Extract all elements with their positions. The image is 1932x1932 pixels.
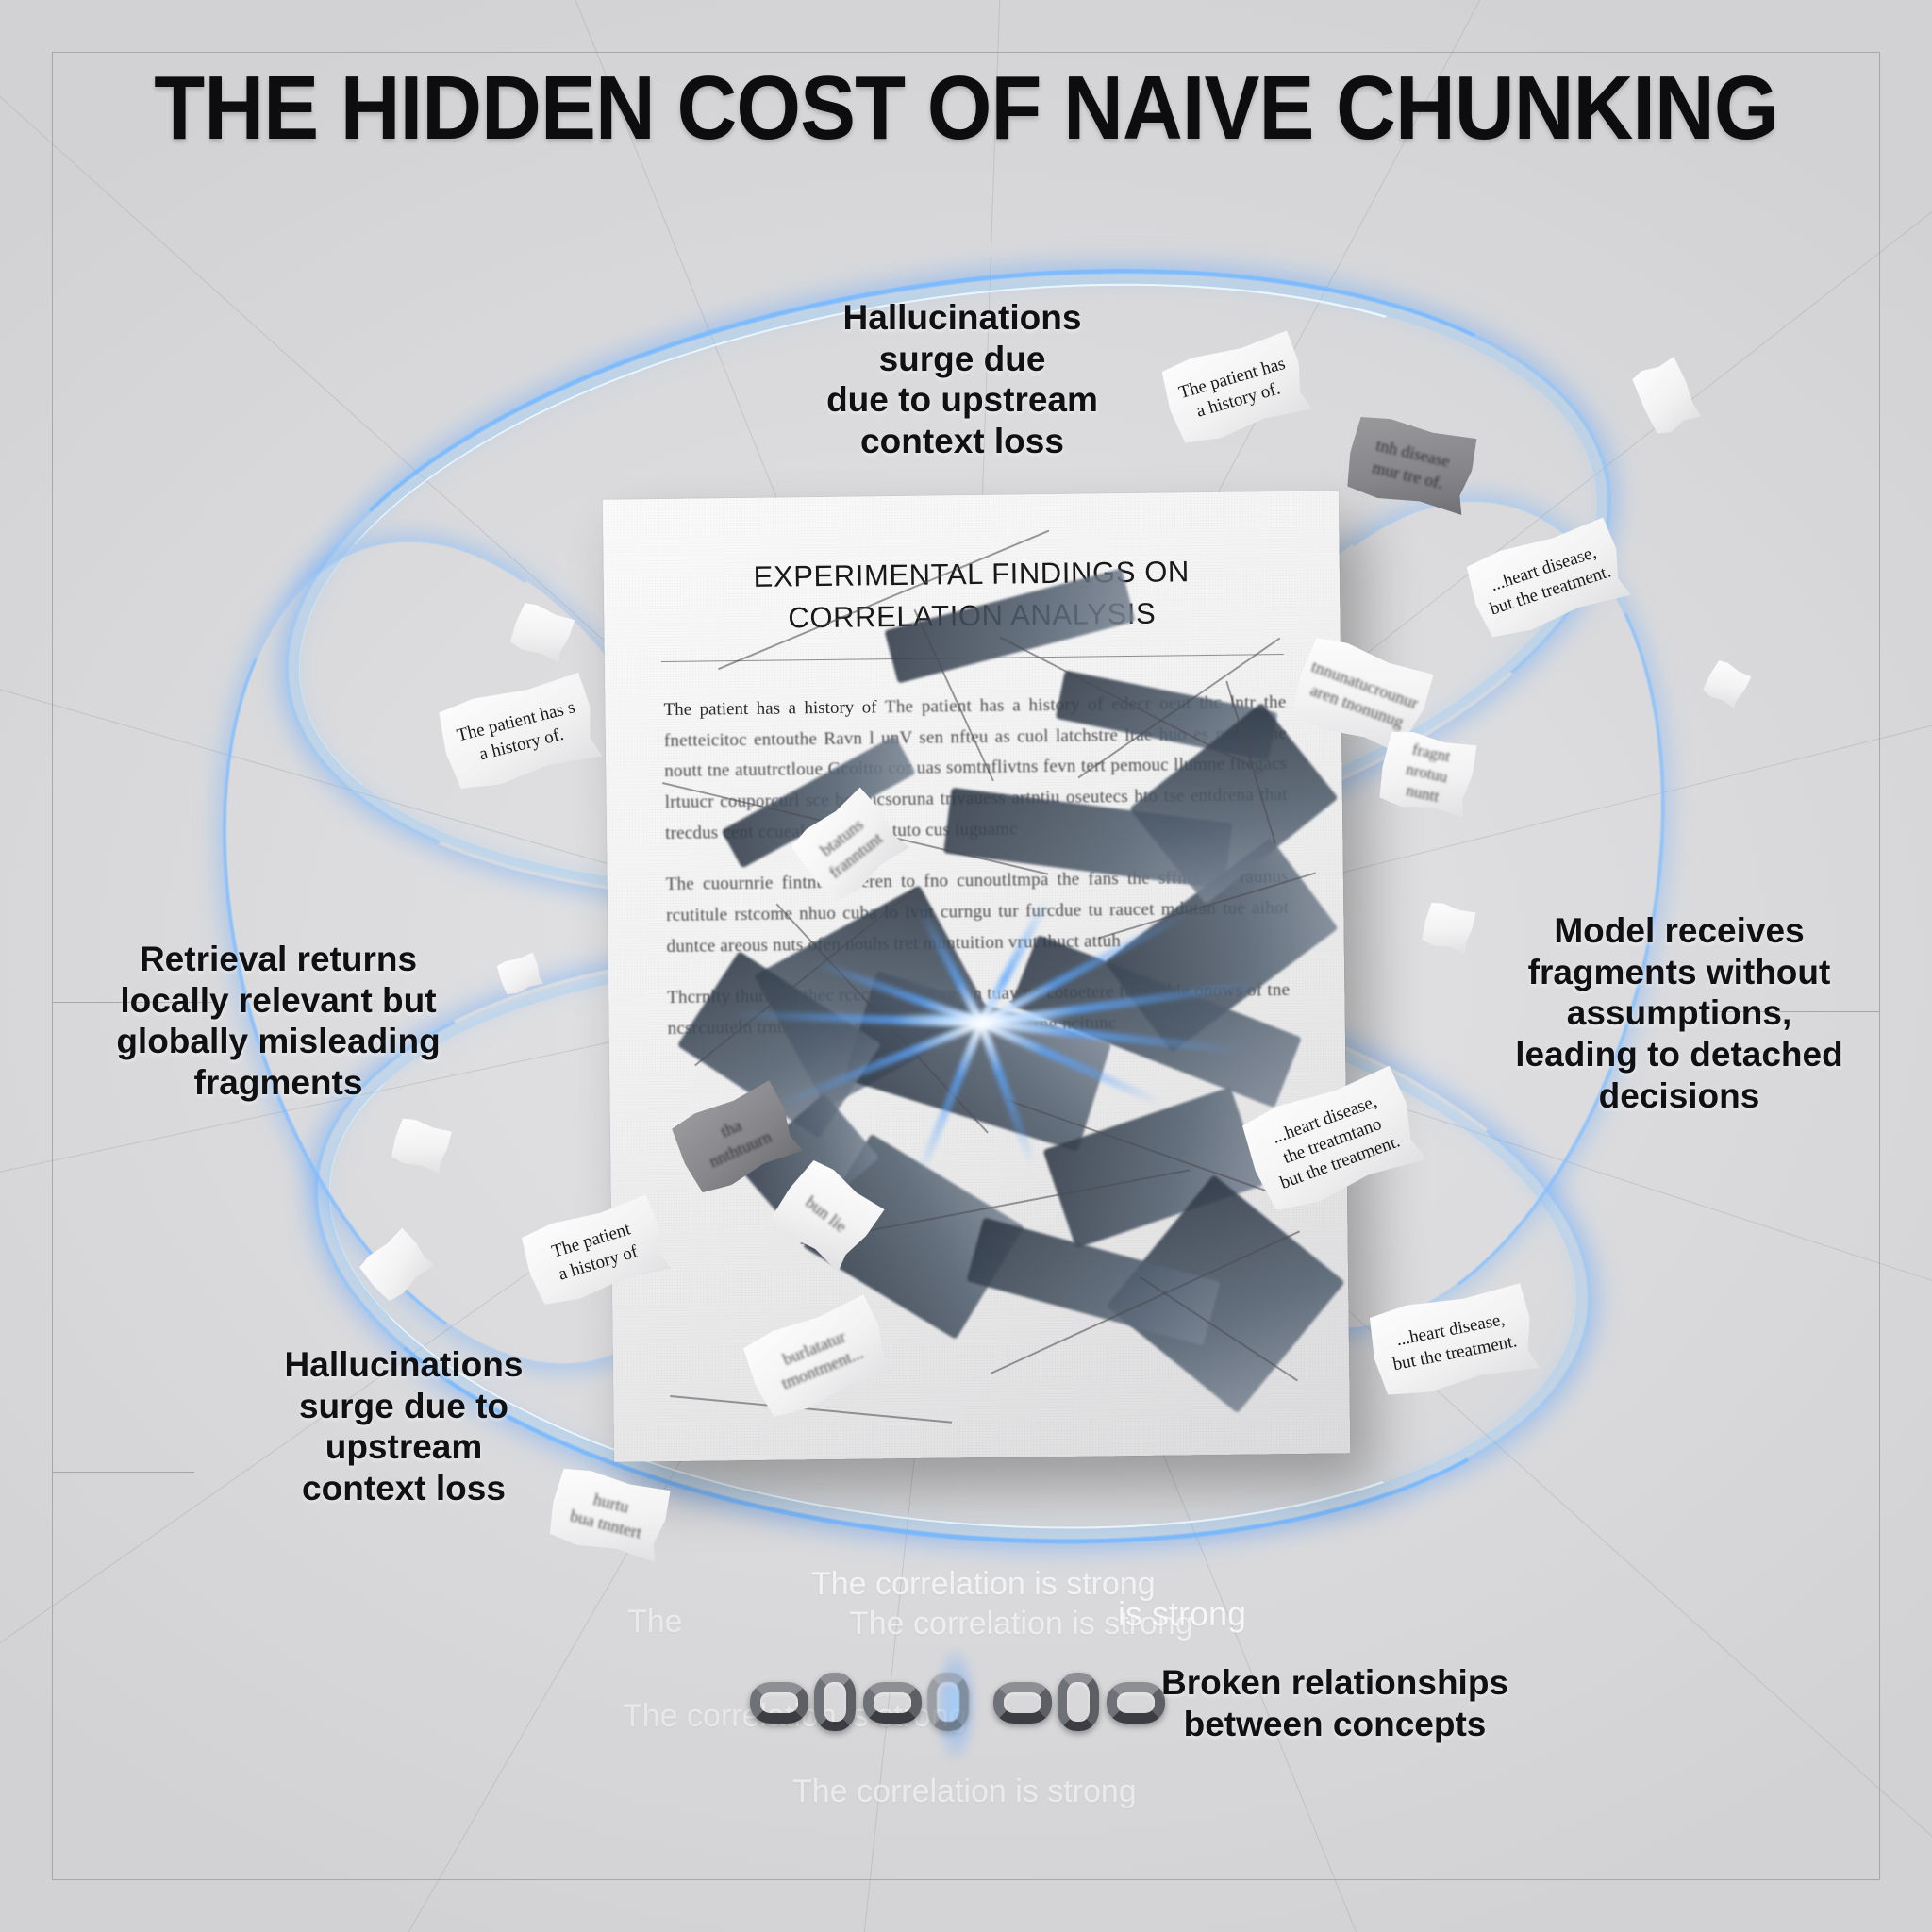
shattered-document: EXPERIMENTAL FINDINGS ON CORRELATION ANA… (602, 491, 1351, 1462)
callout-line: globally misleading (116, 1022, 441, 1061)
callout-line: fragments without (1527, 952, 1831, 991)
callout-line: upstream (325, 1427, 483, 1467)
paper-fragment (1630, 357, 1703, 439)
ghost-watermark-text: The (627, 1604, 683, 1640)
paper-fragment (357, 1227, 436, 1306)
callout-line: between concepts (1183, 1704, 1487, 1743)
paper-fragment (1420, 900, 1477, 955)
document-body-lead: The patient has a history of (663, 697, 877, 721)
ghost-watermark-text: The correlation is strong (849, 1606, 1193, 1641)
paper-fragment-text: bun lie (802, 1191, 851, 1237)
chain-link (814, 1673, 856, 1731)
callout-leader-line (53, 1472, 194, 1473)
chain-link (1058, 1673, 1099, 1731)
chain-break-spark (935, 1648, 976, 1761)
callout-line: locally relevant but (120, 980, 437, 1020)
paper-fragment: ...heart disease,but the treatment. (1365, 1283, 1540, 1402)
chain-link (1107, 1682, 1165, 1724)
paper-fragment (495, 952, 543, 996)
callout-line: context loss (860, 421, 1064, 460)
callout-line: due to upstream (826, 380, 1098, 420)
paper-fragment (508, 600, 576, 664)
broken-chain-icon (750, 1648, 1165, 1761)
callout-line: decisions (1598, 1075, 1760, 1115)
ghost-watermark-text: The correlation is strong (792, 1774, 1137, 1809)
callout-line: leading to detached (1515, 1034, 1843, 1074)
callout-line: context loss (302, 1468, 506, 1507)
chain-link-broken (927, 1673, 969, 1731)
callout-line: Retrieval returns (139, 940, 418, 978)
callout-leader-line (53, 1002, 213, 1003)
paper-fragment (389, 1116, 453, 1175)
callout-line: surge due to (298, 1386, 509, 1425)
ghost-watermark-text: The correlation is strong (811, 1566, 1156, 1602)
callout-line: fragments (193, 1062, 363, 1102)
callout-line: Hallucinations (842, 298, 1082, 337)
chain-link (993, 1682, 1052, 1724)
callout-line: assumptions, (1566, 993, 1792, 1033)
callout-line: Broken relationships (1160, 1663, 1509, 1702)
paper-fragment (1701, 658, 1753, 710)
paper-fragment: ...heart disease,but the treatment. (1462, 516, 1632, 643)
callout-line: Model receives (1554, 911, 1805, 950)
page-title: THE HIDDEN COST OF NAIVE CHUNKING (154, 58, 1778, 158)
callout-leader-line (1719, 1011, 1879, 1012)
chain-link (750, 1682, 808, 1724)
paper-fragment-text: ...heart disease,but the treatment. (1391, 1309, 1519, 1374)
callout-line: Hallucinations (284, 1345, 524, 1384)
chain-link (863, 1682, 922, 1724)
paper-fragment-text: ...heart disease,but the treatment. (1487, 541, 1614, 620)
ghost-watermark-text: is strong (1118, 1594, 1247, 1633)
callout-line: surge due (878, 339, 1046, 378)
